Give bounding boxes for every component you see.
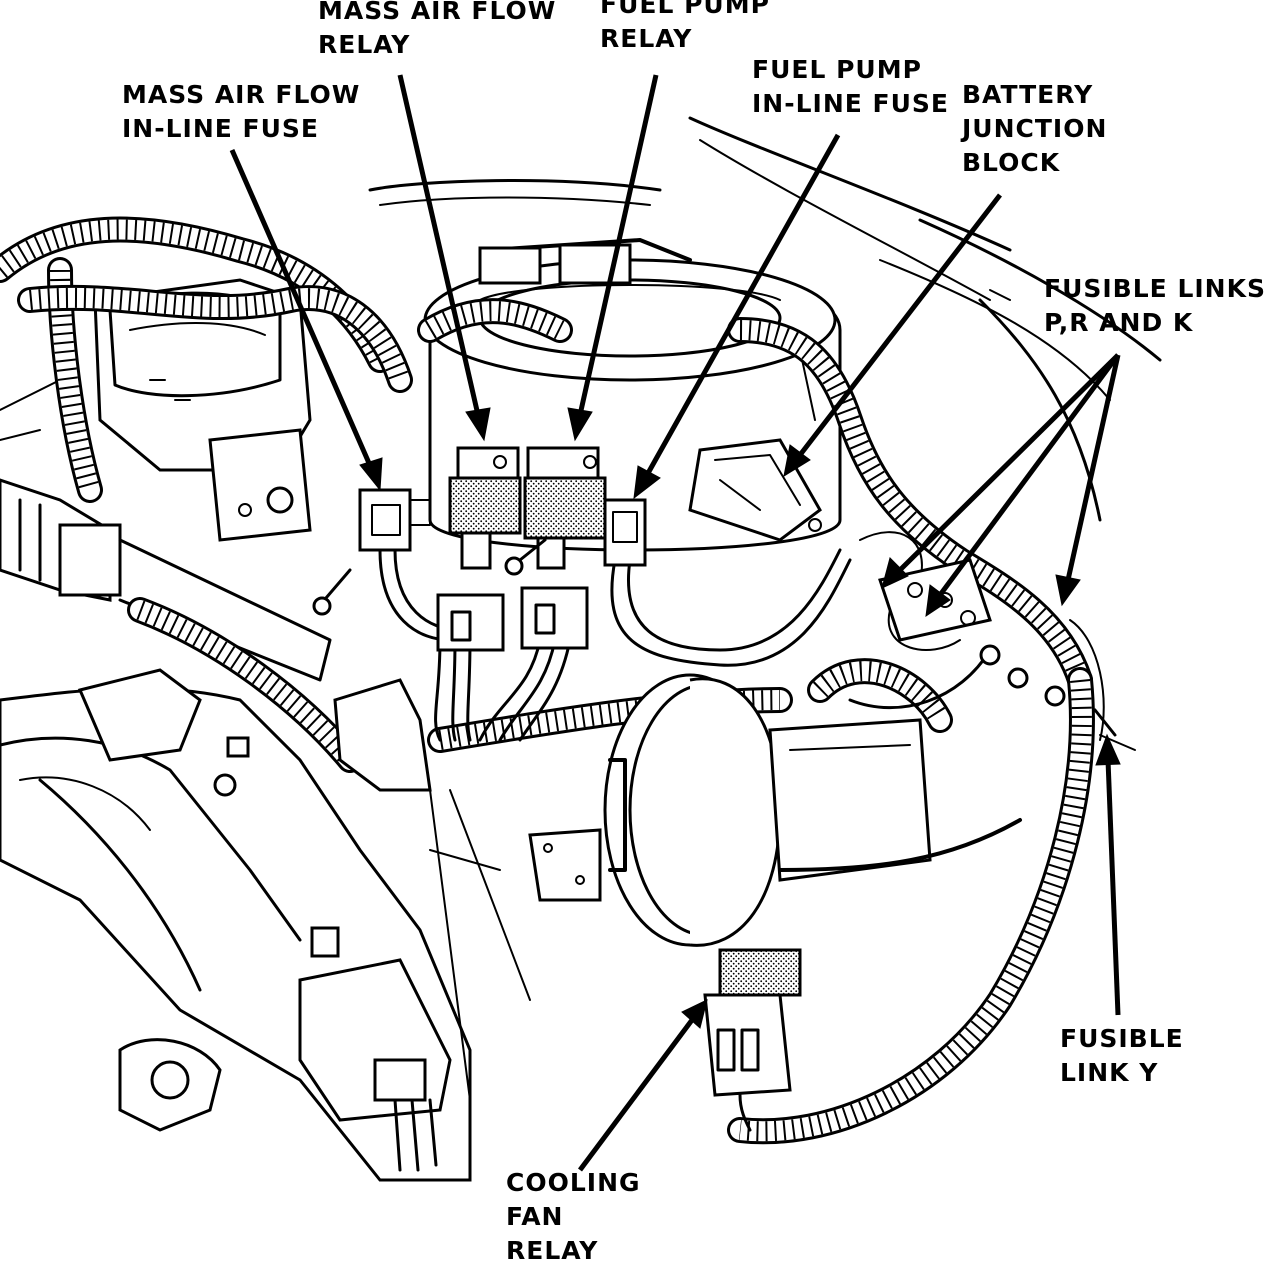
cooling-fan-relay	[703, 948, 802, 1132]
label-line: MASS AIR FLOW	[318, 0, 557, 25]
relay-connectors	[312, 538, 589, 652]
label-line: IN-LINE FUSE	[752, 89, 949, 118]
pointer-arrows	[229, 74, 1121, 1172]
engine-block	[0, 668, 531, 1182]
brake-booster	[603, 673, 1022, 947]
label-line: JUNCTION	[962, 114, 1108, 143]
relay-wires	[378, 531, 1105, 742]
label-line: RELAY	[600, 24, 693, 53]
label-line: RELAY	[318, 30, 411, 59]
label-line: BATTERY	[962, 80, 1094, 109]
wiring-harness	[0, 216, 1095, 1145]
label-fuel-pump-relay: FUEL PUMP RELAY	[600, 0, 770, 56]
label-line: FUEL PUMP	[752, 55, 922, 84]
label-line: FUSIBLE LINKS	[1044, 274, 1266, 303]
label-fusible-link-y: FUSIBLE LINK Y	[1060, 1022, 1184, 1090]
mounting-bracket	[333, 678, 602, 902]
fuel-pump-inline-fuse	[603, 498, 647, 567]
label-line: MASS AIR FLOW	[122, 80, 361, 109]
fuel-pump-relay	[523, 446, 607, 570]
label-line: FUSIBLE	[1060, 1024, 1184, 1053]
label-cooling-fan-relay: COOLING FAN RELAY	[506, 1166, 641, 1268]
label-mass-air-flow-relay: MASS AIR FLOW RELAY	[318, 0, 556, 62]
label-line: COOLING	[506, 1168, 641, 1197]
label-line: IN-LINE FUSE	[122, 114, 319, 143]
label-line: P,R AND K	[1044, 308, 1194, 337]
maf-inline-fuse	[358, 488, 431, 552]
fender-outline	[368, 116, 1162, 751]
left-pipe	[0, 379, 332, 682]
label-line: BLOCK	[962, 148, 1061, 177]
label-battery-junction-block: BATTERY JUNCTION BLOCK	[962, 78, 1107, 180]
label-line: LINK Y	[1060, 1058, 1159, 1087]
label-line: RELAY	[506, 1236, 599, 1265]
label-mass-air-flow-inline-fuse: MASS AIR FLOW IN-LINE FUSE	[122, 78, 360, 146]
label-line: FUEL PUMP	[600, 0, 770, 19]
maf-relay	[448, 446, 522, 570]
label-fusible-links-prk: FUSIBLE LINKS P,R AND K	[1044, 272, 1266, 340]
label-line: FAN	[506, 1202, 564, 1231]
label-fuel-pump-inline-fuse: FUEL PUMP IN-LINE FUSE	[752, 53, 949, 121]
